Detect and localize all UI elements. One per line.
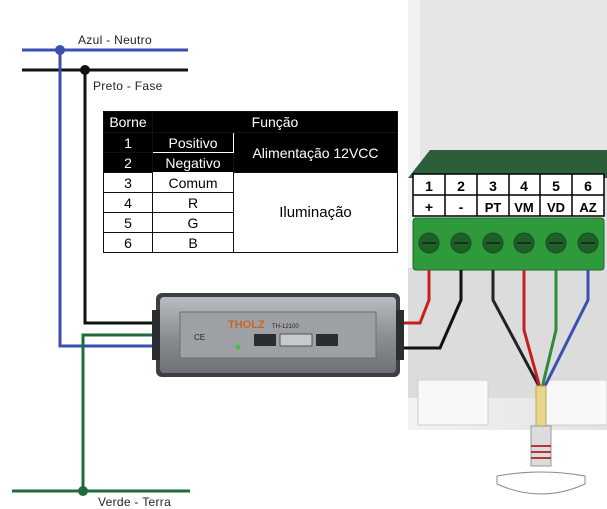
terminal-num-1: 1 <box>425 178 433 194</box>
terminal-num-6: 6 <box>584 178 592 194</box>
table-row: 2 Negativo <box>103 152 398 173</box>
group-light-cell: Iluminação <box>233 172 398 253</box>
table-row: 4 R <box>103 192 398 213</box>
borne-cell: 5 <box>103 212 153 233</box>
borne-cell: 3 <box>103 172 153 193</box>
terminal-num-4: 4 <box>520 178 528 194</box>
table-row: 1 Positivo Alimentação 12VCC <box>103 132 398 173</box>
table-header-funcao: Função <box>152 111 398 133</box>
table-row: 3 Comum Iluminação <box>103 172 398 253</box>
terminal-block <box>412 217 605 271</box>
terminal-num-5: 5 <box>552 178 560 194</box>
funcao-cell: Negativo <box>152 152 234 173</box>
terminal-sym-6: AZ <box>579 200 596 215</box>
terminal-sym-1: + <box>425 199 433 215</box>
terminal-labels: 1 2 3 4 5 6 + - PT VM VD AZ <box>412 173 605 217</box>
wires-to-sensor <box>491 270 590 389</box>
wires-psu-output <box>398 270 463 350</box>
table-row: 6 B <box>103 232 398 253</box>
label-terra: Verde - Terra <box>98 495 171 509</box>
borne-cell: 4 <box>103 192 153 213</box>
terminal-num-2: 2 <box>457 178 465 194</box>
terminal-sym-2: - <box>459 199 464 215</box>
psu-brand: THOLZ <box>228 319 265 331</box>
mains-wiring <box>12 45 190 496</box>
borne-cell: 6 <box>103 232 153 253</box>
terminal-num-3: 3 <box>489 178 497 194</box>
psu-model: TH-12100 <box>272 324 299 330</box>
power-supply: THOLZ TH-12100 CE <box>152 293 404 377</box>
psu-ce-mark: CE <box>194 333 205 342</box>
funcao-cell: B <box>152 232 234 253</box>
funcao-cell: Positivo <box>152 132 234 153</box>
borne-cell: 2 <box>103 152 153 173</box>
label-neutro: Azul - Neutro <box>78 33 152 47</box>
funcao-cell: Comum <box>152 172 234 193</box>
table-row: 5 G <box>103 212 398 233</box>
function-table: Borne Função 1 Positivo Alimentação 12VC… <box>103 111 398 253</box>
funcao-cell: G <box>152 212 234 233</box>
terminal-sym-3: PT <box>485 200 502 215</box>
sensor-probe <box>496 385 586 495</box>
terminal-sym-5: VD <box>547 200 565 215</box>
group-power-cell: Alimentação 12VCC <box>233 132 398 173</box>
borne-cell: 1 <box>103 132 153 153</box>
terminal-sym-4: VM <box>514 200 534 215</box>
funcao-cell: R <box>152 192 234 213</box>
table-header-borne: Borne <box>103 111 153 133</box>
label-fase: Preto - Fase <box>93 79 163 93</box>
